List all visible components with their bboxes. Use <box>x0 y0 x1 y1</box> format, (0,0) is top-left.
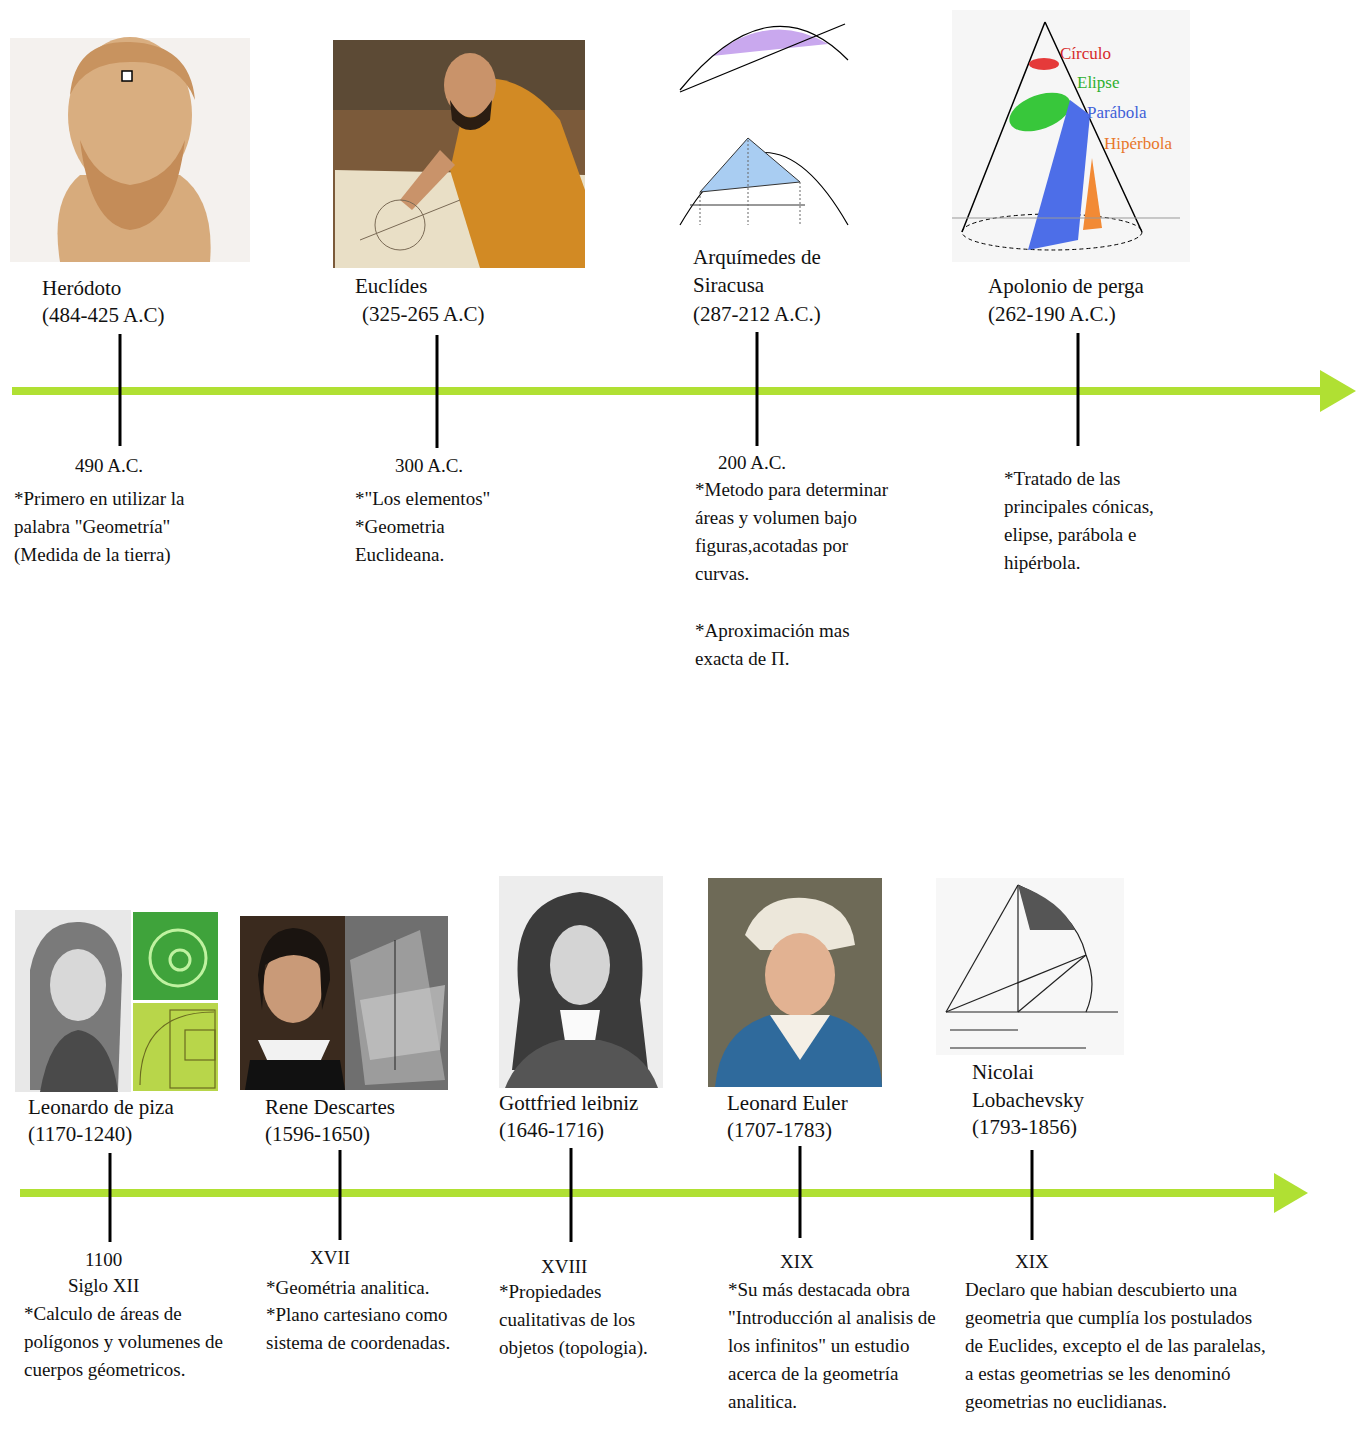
conic-label: Círculo <box>1060 44 1111 64</box>
conic-sections-cone <box>952 10 1190 262</box>
person-name: Gottfried leibniz <box>499 1089 638 1117</box>
person-name: Leonard Euler <box>727 1089 848 1117</box>
description: *Metodo para determinar áreas y volumen … <box>695 476 890 588</box>
person-name: Leonardo de piza <box>28 1093 174 1121</box>
tick-marks <box>110 332 1078 1242</box>
leibniz-portrait <box>499 876 663 1088</box>
era-label: 490 A.C. <box>75 452 143 480</box>
description: *Plano cartesiano como sistema de coorde… <box>266 1301 461 1357</box>
date-range: (1596-1650) <box>265 1120 370 1148</box>
era-label: XVII <box>310 1244 350 1272</box>
description: Declaro que habian descubierto una geome… <box>965 1276 1270 1416</box>
era-label: XIX <box>780 1248 814 1276</box>
date-range: (1793-1856) <box>972 1113 1077 1141</box>
era-label: XIX <box>1015 1248 1049 1276</box>
person-name: Arquímedes de Siracusa <box>693 243 853 299</box>
person-name: Heródoto <box>42 274 121 302</box>
era-label: 200 A.C. <box>718 449 786 477</box>
date-range: (287-212 A.C.) <box>693 300 821 328</box>
description: *Geométria analitica. <box>266 1274 430 1302</box>
description: *Su más destacada obra "Introducción al … <box>728 1276 938 1416</box>
description: *Propiedades cualitativas de los objetos… <box>499 1278 679 1362</box>
date-range: (262-190 A.C.) <box>988 300 1116 328</box>
date-range: (484-425 A.C) <box>42 301 165 329</box>
description: *"Los elementos" <box>355 485 490 513</box>
person-name: Euclídes <box>355 272 427 300</box>
person-name: Apolonio de perga <box>988 272 1144 300</box>
era-label: 300 A.C. <box>395 452 463 480</box>
description: *Geometria Euclideana. <box>355 513 490 569</box>
euclid-painting <box>333 40 585 268</box>
person-name: Nicolai Lobachevsky <box>972 1058 1112 1114</box>
descartes-portrait <box>240 916 448 1090</box>
fibonacci-portrait <box>15 910 218 1092</box>
conic-label: Hipérbola <box>1104 134 1172 154</box>
lobachevsky-diagram <box>936 878 1124 1055</box>
era-label: 1100 <box>85 1246 122 1274</box>
person-name: Rene Descartes <box>265 1093 395 1121</box>
date-range: (1707-1783) <box>727 1116 832 1144</box>
euler-portrait <box>708 878 882 1087</box>
timeline-axis <box>12 370 1356 1213</box>
era-label: Siglo XII <box>68 1272 139 1300</box>
description: *Calculo de áreas de polígonos y volumen… <box>24 1300 229 1384</box>
description: *Tratado de las principales cónicas, eli… <box>1004 465 1194 577</box>
date-range: (325-265 A.C) <box>362 300 485 328</box>
date-range: (1646-1716) <box>499 1116 604 1144</box>
description: *Aproximación mas exacta de Π. <box>695 617 890 673</box>
description: *Primero en utilizar la palabra "Geometr… <box>14 485 239 569</box>
conic-label: Parábola <box>1087 103 1146 123</box>
conic-label: Elipse <box>1077 73 1120 93</box>
parabola-figure <box>680 22 848 232</box>
herodotus-bust <box>10 37 250 262</box>
date-range: (1170-1240) <box>28 1120 132 1148</box>
era-label: XVIII <box>541 1253 587 1281</box>
